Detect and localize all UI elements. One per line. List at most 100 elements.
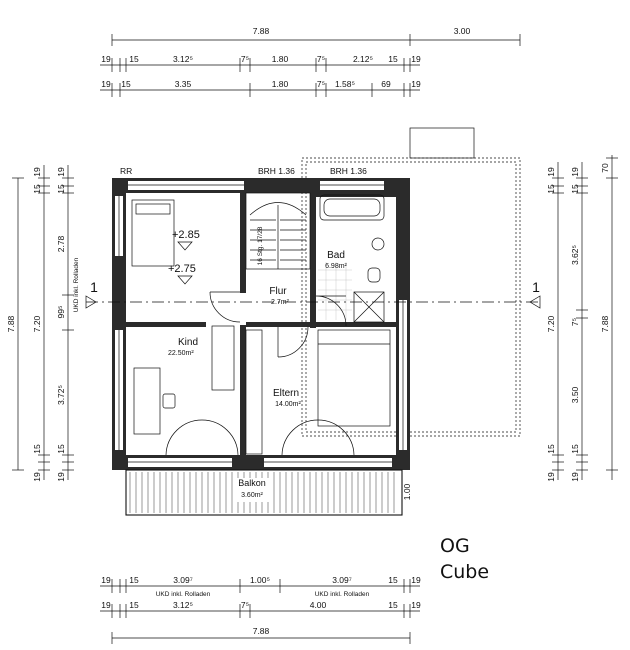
left-note: UKD inkl. Rolladen <box>73 257 80 312</box>
right-col2-dim: 19 <box>570 472 580 482</box>
top-row2-dim: 7⁵ <box>317 79 325 89</box>
top-row1-dim: 3.12⁵ <box>173 54 193 64</box>
outer-walls <box>112 178 410 470</box>
section-marker-left: 1 <box>90 279 98 295</box>
top-dimensions: 7.88 3.00 19 15 3.12⁵ 7⁵ 1.80 7⁵ 2.12⁵ 1… <box>100 26 521 97</box>
kid-bed <box>131 199 175 267</box>
right-dimensions: 19 15 7.20 15 19 19 15 3.62⁵ 7⁵ 3.50 15 … <box>546 155 618 482</box>
chair-icon <box>162 393 176 409</box>
left-col2-dim: 99⁵ <box>56 306 66 319</box>
toilet-icon <box>367 267 381 283</box>
right-col2-dim: 15 <box>570 184 580 194</box>
bathroom-fixtures <box>318 194 385 323</box>
top-row2-dim: 15 <box>121 79 131 89</box>
bottom-row1-dim: 3.09⁷ <box>332 575 352 585</box>
left-col1-dim: 15 <box>32 184 42 194</box>
room-area-eltern: 14.00m² <box>275 401 301 408</box>
title-line-2: Cube <box>440 561 489 583</box>
staircase: 16 Stg. 17/28 <box>245 192 311 270</box>
left-col2-dim: 3.72⁵ <box>56 385 66 405</box>
bottom-row1-note: UKD inkl. Rolladen <box>156 591 211 598</box>
room-area-balkon: 3.60m² <box>241 492 263 499</box>
right-top-dim: 70 <box>600 163 610 173</box>
bottom-row2-dim: 15 <box>388 600 398 610</box>
room-name-bad: Bad <box>327 250 345 261</box>
level-upper: +2.85 <box>172 229 200 241</box>
bottom-row2-dim: 4.00 <box>310 600 327 610</box>
top-overall-right-dim: 3.00 <box>454 26 471 36</box>
bottom-overall-dim: 7.88 <box>253 626 270 636</box>
bottom-row2-dim: 3.12⁵ <box>173 600 193 610</box>
top-row1-dim: 7⁵ <box>241 54 249 64</box>
top-overall-dim: 7.88 <box>253 26 270 36</box>
sink-icon <box>371 237 385 251</box>
bottom-row1-dim: 1.00⁵ <box>250 575 270 585</box>
section-line: 1 1 <box>85 279 541 309</box>
right-col2-dim: 3.50 <box>570 386 580 403</box>
right-col2-dim: 7⁵ <box>570 318 580 326</box>
left-overall-dim: 7.88 <box>6 315 16 332</box>
top-row2-dim: 19 <box>101 79 111 89</box>
right-col1-dim: 15 <box>546 444 556 454</box>
desk <box>133 367 161 435</box>
top-row2-dim: 3.35 <box>175 79 192 89</box>
left-col2-dim: 15 <box>56 184 66 194</box>
right-overall-dim: 7.88 <box>600 315 610 332</box>
left-col2-dim: 19 <box>56 472 66 482</box>
room-labels: Kind 22.50m² Flur 2.7m² Bad 6.98m² Elter… <box>168 250 348 408</box>
stairs-label: 16 Stg. 17/28 <box>257 226 264 265</box>
bottom-row2-dim: 19 <box>101 600 111 610</box>
brh-right-label: BRH 1.36 <box>330 166 367 176</box>
top-row1-dim: 15 <box>388 54 398 64</box>
bottom-row1-dim: 19 <box>411 575 421 585</box>
top-row1-dim: 1.80 <box>272 54 289 64</box>
left-col2-dim: 2.78 <box>56 235 66 252</box>
left-dimensions: 7.88 19 15 7.20 15 19 19 15 2.78 99⁵ 3.7… <box>6 165 80 482</box>
level-marker-icon <box>177 241 193 251</box>
right-col1-dim: 7.20 <box>546 315 556 332</box>
left-col1-dim: 15 <box>32 444 42 454</box>
section-marker-right: 1 <box>532 279 540 295</box>
left-col1-dim: 7.20 <box>32 315 42 332</box>
shower-icon <box>353 291 385 323</box>
level-marker-icon <box>177 275 193 285</box>
bottom-row1-dim: 19 <box>101 575 111 585</box>
top-row1-dim: 19 <box>411 54 421 64</box>
right-col2-dim: 3.62⁵ <box>570 245 580 265</box>
left-col1-dim: 19 <box>32 472 42 482</box>
room-name-balkon: Balkon <box>238 478 266 488</box>
double-bed <box>317 329 391 427</box>
roof-outline <box>301 127 521 437</box>
bottom-row2-dim: 15 <box>129 600 139 610</box>
annotations: RR BRH 1.36 BRH 1.36 +2.85 +2.75 <box>120 166 367 285</box>
balcony-depth-dim: 1.00 <box>402 483 412 500</box>
left-col1-dim: 19 <box>32 167 42 177</box>
top-row1-dim: 7⁵ <box>317 54 325 64</box>
top-row2-dim: 69 <box>381 79 391 89</box>
top-row2-dim: 1.80 <box>272 79 289 89</box>
balcony: Balkon 3.60m² 1.00 <box>125 469 412 516</box>
left-col2-dim: 19 <box>56 167 66 177</box>
bottom-dimensions: 19 15 3.09⁷ 1.00⁵ 3.09⁷ 15 19 UKD inkl. … <box>100 575 421 644</box>
room-area-bad: 6.98m² <box>325 263 347 270</box>
bottom-row2-dim: 19 <box>411 600 421 610</box>
rr-label: RR <box>120 166 132 176</box>
right-col2-dim: 19 <box>570 167 580 177</box>
wardrobe <box>211 325 235 391</box>
plan-title: OG Cube <box>440 535 489 583</box>
furniture <box>131 199 391 456</box>
left-col2-dim: 15 <box>56 444 66 454</box>
bottom-row1-dim: 15 <box>388 575 398 585</box>
bottom-row1-dim: 3.09⁷ <box>173 575 193 585</box>
bottom-row1-dim: 15 <box>129 575 139 585</box>
eltern-wardrobe <box>245 329 263 455</box>
level-lower: +2.75 <box>168 263 196 275</box>
room-name-kind: Kind <box>178 337 198 348</box>
bottom-row2-dim: 7⁵ <box>241 600 249 610</box>
right-col1-dim: 19 <box>546 472 556 482</box>
top-row2-dim: 19 <box>411 79 421 89</box>
title-line-1: OG <box>440 535 470 557</box>
top-row1-dim: 15 <box>129 54 139 64</box>
right-col2-dim: 15 <box>570 444 580 454</box>
top-row1-dim: 19 <box>101 54 111 64</box>
